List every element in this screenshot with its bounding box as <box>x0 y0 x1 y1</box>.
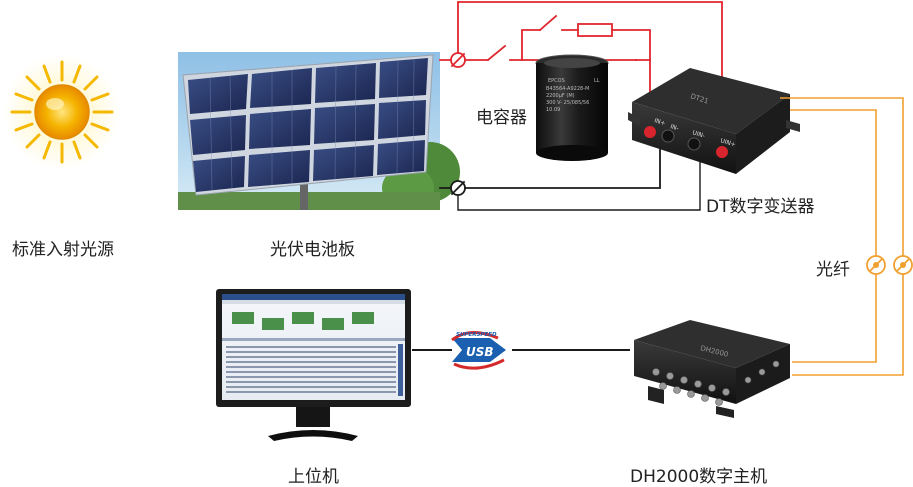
host-pc-label: 上位机 <box>288 467 339 487</box>
port-in-plus-label: IN+ <box>653 117 666 127</box>
port-in-minus-label: IN- <box>669 123 679 132</box>
capacitor-cap-text: 2200μF (M) <box>546 93 575 99</box>
black-wire <box>439 137 661 189</box>
main-unit-label: DH2000数字主机 <box>630 467 768 487</box>
fiber-connector-icon-2 <box>893 255 913 275</box>
capacitor-model-text: B43564-A9228-M <box>546 86 589 92</box>
red-wire-top <box>457 1 723 143</box>
fiber-label: 光纤 <box>816 260 850 280</box>
usb-superspeed-text: SUPERSPEED <box>456 332 497 338</box>
fiber-lines <box>780 97 904 376</box>
capacitor-ll-text: LL <box>594 78 600 84</box>
solar-panel-image <box>178 52 460 210</box>
capacitor-date-text: 10.09 <box>546 107 560 113</box>
port-uin-plus-label: UIN+ <box>719 137 736 149</box>
transmitter-label: DT数字变送器 <box>706 197 815 217</box>
capacitor-image: EPCOS LL B43564-A9228-M 2200μF (M) 300 V… <box>535 54 609 161</box>
wiring <box>439 1 723 211</box>
panel-label: 光伏电池板 <box>270 240 355 260</box>
sun-label: 标准入射光源 <box>12 240 114 260</box>
capacitor-label: 电容器 <box>476 108 527 128</box>
dt-transmitter-image: DT21 IN+ IN- UIN- UIN+ <box>628 68 800 174</box>
usb-text: USB <box>466 345 494 359</box>
capacitor-volt-text: 300 V- 25/085/56 <box>546 100 589 106</box>
usb-superspeed-logo-icon: SUPERSPEED USB <box>451 331 506 370</box>
port-uin-minus-label: UIN- <box>691 129 705 140</box>
dh2000-main-unit-image: DH2000 <box>634 320 790 418</box>
fiber-connector-icon <box>866 255 886 275</box>
host-monitor-image <box>216 289 411 441</box>
sun-icon <box>4 54 120 170</box>
capacitor-brand-text: EPCOS <box>548 78 565 84</box>
